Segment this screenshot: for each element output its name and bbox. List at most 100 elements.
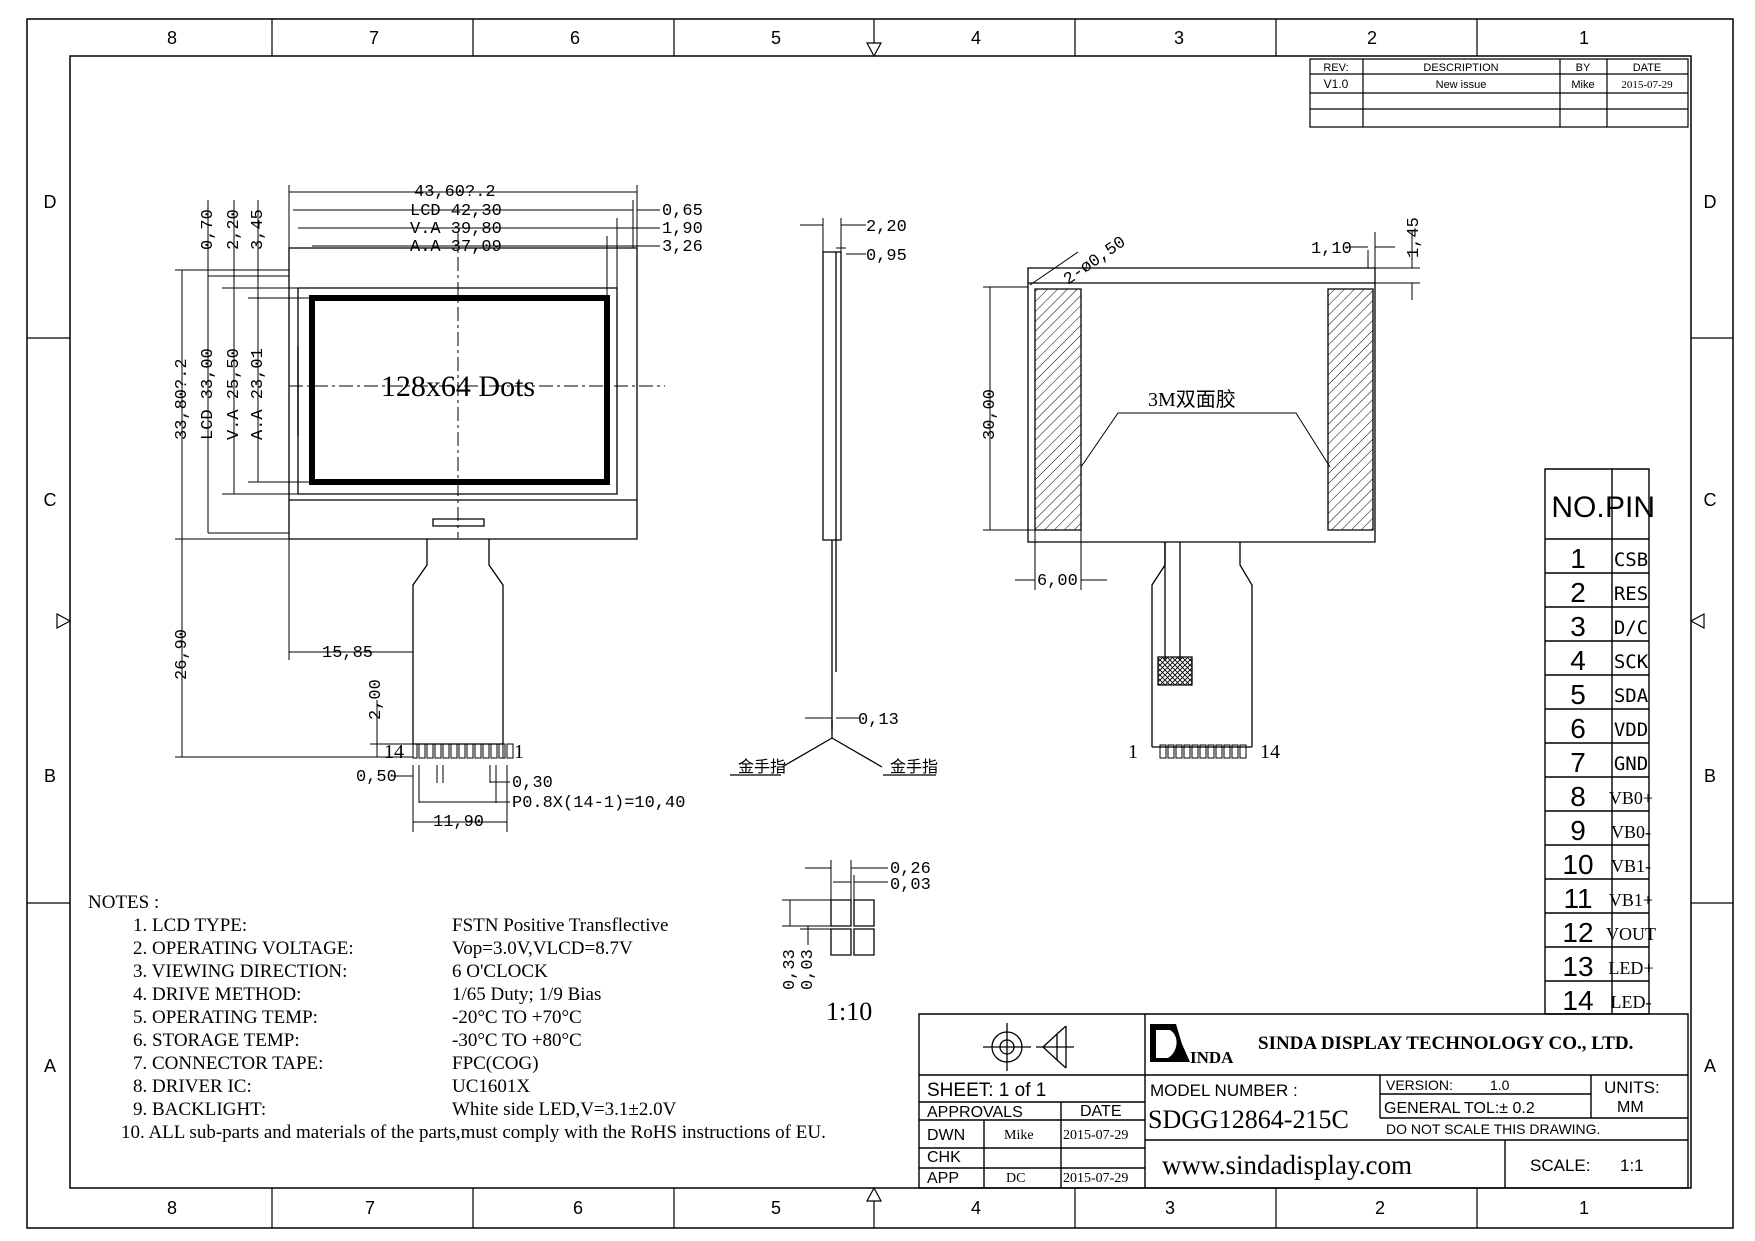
pin-name: VB1- [1611, 856, 1651, 876]
date-label: DATE [1080, 1103, 1121, 1120]
note-label: 8. DRIVER IC: [133, 1076, 252, 1097]
pin-name: LED+ [1608, 958, 1653, 978]
zone-ticks [27, 19, 1733, 1228]
svg-text:A: A [44, 1056, 56, 1076]
tolerance: GENERAL TOL:± 0.2 [1384, 1100, 1535, 1117]
svg-text:7: 7 [369, 28, 379, 48]
pin-number: 3 [1570, 611, 1586, 642]
date-header: DATE [1633, 62, 1662, 74]
dim-0-70: 0,70 [199, 209, 218, 250]
svg-text:2: 2 [1375, 1198, 1385, 1218]
note-label: 2. OPERATING VOLTAGE: [133, 938, 354, 959]
dwn-name: Mike [1004, 1128, 1034, 1143]
back-pads [1160, 745, 1246, 758]
dim-overall-height: 33,80?.2 [173, 358, 192, 440]
model-label: MODEL NUMBER : [1150, 1081, 1298, 1100]
tape-left [1035, 289, 1081, 530]
note-label: 7. CONNECTOR TAPE: [133, 1053, 323, 1074]
side-view: 2,20 0,95 0,13 金手指 金手指 [730, 218, 938, 776]
note-value: FSTN Positive Transflective [452, 915, 668, 936]
dim-pitch: P0.8X(14-1)=10,40 [512, 794, 685, 813]
dim-lcd-height: LCD 33,00 [199, 348, 218, 440]
svg-text:C: C [1704, 490, 1717, 510]
pin-name: SDA [1614, 685, 1649, 707]
dim-overall-width: 43,60?.2 [414, 183, 496, 202]
active-area [312, 298, 607, 482]
dim-30-00: 30,00 [981, 389, 1000, 440]
svg-text:2: 2 [1367, 28, 1377, 48]
projection-symbol-icon [983, 1023, 1074, 1071]
do-not-scale: DO NOT SCALE THIS DRAWING. [1386, 1121, 1600, 1137]
note-label: 3. VIEWING DIRECTION: [133, 961, 347, 982]
detail-dim-0-03: 0,03 [890, 876, 931, 895]
note-label: 6. STORAGE TEMP: [133, 1030, 300, 1051]
pixel-detail: 0,26 0,03 0,33 0,03 1:10 [781, 860, 931, 1026]
pin-no-header: NO. [1551, 491, 1604, 524]
rev-value: V1.0 [1324, 77, 1349, 91]
pin-name: VB0- [1611, 822, 1651, 842]
note-value: -20°C TO +70°C [452, 1007, 582, 1028]
notes-title: NOTES : [88, 892, 159, 913]
notes: NOTES : 1. LCD TYPE: FSTN Positive Trans… [88, 892, 826, 1143]
front-pin-1: 1 [514, 741, 524, 763]
website: www.sindadisplay.com [1162, 1150, 1412, 1180]
version-value: 1.0 [1490, 1077, 1510, 1093]
by-header: BY [1576, 62, 1591, 74]
note-label: 1. LCD TYPE: [133, 915, 247, 936]
frame [27, 19, 1733, 1228]
detail-dim-0-33: 0,33 [781, 949, 800, 990]
svg-text:D: D [44, 192, 57, 212]
svg-text:INDA: INDA [1190, 1048, 1234, 1067]
svg-text:3: 3 [1165, 1198, 1175, 1218]
version-label: VERSION: [1386, 1077, 1453, 1093]
pin-name: CSB [1614, 549, 1648, 571]
dim-lcd-width: LCD 42,30 [410, 202, 502, 221]
gold-finger-right: 金手指 [890, 758, 938, 776]
pin-name: SCK [1614, 651, 1649, 673]
dim-6-00: 6,00 [1037, 572, 1078, 591]
dim-va-height: V.A 25,50 [225, 348, 244, 440]
dim-2-20: 2,20 [225, 209, 244, 250]
svg-text:B: B [44, 766, 56, 786]
units-label: UNITS: [1604, 1078, 1660, 1097]
dim-3-45: 3,45 [249, 209, 268, 250]
sinda-logo-icon: INDA [1150, 1024, 1234, 1067]
tape-right [1328, 289, 1373, 530]
note-value: FPC(COG) [452, 1053, 539, 1074]
description-header: DESCRIPTION [1423, 62, 1498, 74]
app-date: 2015-07-29 [1063, 1171, 1128, 1186]
note-label: 5. OPERATING TEMP: [133, 1007, 318, 1028]
pin-name: VDD [1614, 719, 1648, 741]
pin-number: 10 [1562, 849, 1593, 880]
note-value: White side LED,V=3.1±2.0V [452, 1099, 677, 1120]
svg-text:8: 8 [167, 28, 177, 48]
note-value: 1/65 Duty; 1/9 Bias [452, 984, 601, 1005]
back-pin-1: 1 [1128, 741, 1138, 763]
svg-text:A: A [1704, 1056, 1716, 1076]
dim-pad-height: 2,00 [367, 679, 386, 720]
units-value: MM [1617, 1099, 1644, 1116]
scale-value: 1:1 [1620, 1156, 1644, 1175]
dim-1-10: 1,10 [1311, 240, 1352, 259]
pin-number: 8 [1570, 781, 1586, 812]
svg-text:1: 1 [1579, 1198, 1589, 1218]
driver-ic [1158, 657, 1192, 685]
pin-name: VB1+ [1609, 890, 1653, 910]
revision-table: REV: DESCRIPTION BY DATE V1.0 New issue … [1310, 59, 1688, 127]
rev-description: New issue [1436, 79, 1487, 91]
svg-text:5: 5 [771, 28, 781, 48]
pin-number: 2 [1570, 577, 1586, 608]
pin-number: 11 [1563, 883, 1592, 914]
front-view: 128x64 Dots 14 1 43,60?.2 LCD 42,30 V.A … [173, 183, 703, 832]
dwn-label: DWN [927, 1127, 965, 1144]
scale-label: SCALE: [1530, 1156, 1590, 1175]
svg-text:8: 8 [167, 1198, 177, 1218]
detail-scale: 1:10 [826, 997, 872, 1026]
app-name: DC [1006, 1171, 1025, 1186]
pin-name-header: PIN [1605, 491, 1655, 524]
note-value: UC1601X [452, 1076, 530, 1097]
model-number: SDGG12864-215C [1148, 1105, 1349, 1134]
lcd-outline [289, 248, 637, 539]
pin-number: 4 [1570, 645, 1586, 676]
